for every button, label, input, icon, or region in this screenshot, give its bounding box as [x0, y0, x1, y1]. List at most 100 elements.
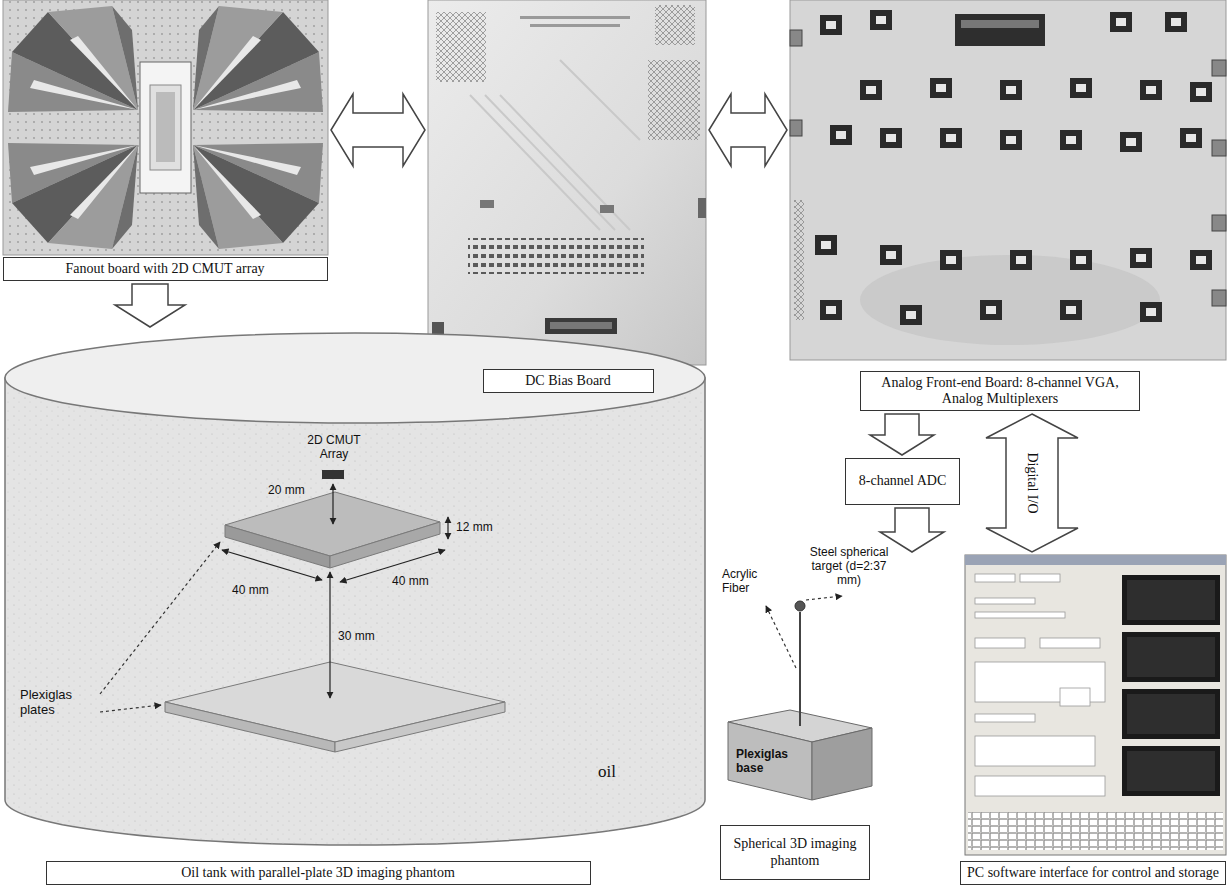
caption-text: PC software interface for control and st… — [967, 865, 1219, 881]
pc-software-screenshot — [965, 555, 1226, 565]
pc-software-screenshot — [975, 776, 1105, 796]
dimension-arrows — [222, 484, 448, 698]
leader-lines — [100, 705, 161, 712]
analog-front-end-board-photo — [980, 300, 1002, 320]
process-box: 8-channel ADC — [845, 458, 960, 505]
pc-software-screenshot — [975, 736, 1095, 766]
figure-panel: PC software interface for control and st… — [895, 555, 1226, 885]
caption-box: PC software interface for control and st… — [960, 861, 1226, 885]
pc-software-screenshot — [1127, 580, 1215, 620]
fanout-board-photo — [3, 0, 328, 255]
parallel-plate-phantom — [322, 470, 344, 479]
analog-front-end-board-photo — [860, 80, 882, 100]
oil-tank — [5, 333, 705, 423]
caption-text: Fanout board with 2D CMUT array — [10, 261, 321, 277]
box-text: Spherical 3D imaging phantom — [729, 836, 861, 868]
analog-front-end-board-photo — [1000, 130, 1022, 150]
block-arrow — [870, 414, 934, 455]
analog-front-end-board-photo — [1212, 215, 1226, 231]
analog-front-end-board-photo — [1190, 82, 1212, 102]
analog-front-end-board-photo — [1070, 250, 1092, 270]
dc-bias-board-photo — [550, 322, 612, 329]
edge-label: Digital I/O — [1024, 450, 1040, 515]
leader-lines — [806, 596, 842, 600]
fanout-board-photo — [3, 0, 328, 255]
caption-text: DC Bias Board — [490, 373, 647, 389]
analog-front-end-board-photo — [1190, 250, 1212, 270]
oil-tank — [5, 378, 705, 845]
caption-box: DC Bias Board — [483, 369, 654, 393]
pc-software-screenshot — [975, 612, 1065, 618]
dc-bias-board-photo — [468, 238, 644, 274]
analog-front-end-board-photo — [1140, 80, 1162, 100]
analog-front-end-board-photo — [1120, 132, 1142, 152]
analog-front-end-board-photo — [870, 10, 892, 30]
dc-bias-board-photo — [655, 5, 695, 45]
analog-front-end-board-photo — [955, 14, 1045, 46]
dimension-label: 40 mm — [232, 584, 269, 598]
dimension-label: 20 mm — [268, 484, 305, 498]
pc-software-screenshot — [975, 574, 1105, 796]
parallel-plate-phantom — [165, 470, 505, 752]
dimension-arrows — [447, 517, 448, 539]
pc-software-screenshot — [1060, 688, 1090, 706]
fanout-board-photo — [3, 0, 328, 255]
dc-bias-board-photo — [436, 12, 486, 82]
analog-front-end-board-photo — [790, 0, 1226, 360]
process-box: Spherical 3D imaging phantom — [720, 825, 870, 880]
part-label: Plexiglas plates — [20, 688, 98, 718]
analog-front-end-board-photo — [1010, 250, 1032, 270]
part-label: Plexiglas base — [736, 748, 808, 776]
dc-bias-board-photo — [428, 0, 706, 365]
part-label: Acrylic Fiber — [722, 568, 784, 596]
analog-front-end-board-photo — [830, 125, 852, 145]
fanout-board-photo — [193, 143, 323, 249]
analog-front-end-board-photo — [880, 128, 902, 148]
pc-software-screenshot — [1122, 575, 1220, 625]
leader-lines — [100, 542, 842, 712]
analog-front-end-board-photo — [900, 305, 922, 325]
dc-bias-board-photo — [470, 60, 640, 230]
dimension-label: 12 mm — [456, 521, 493, 535]
block-arrow — [331, 94, 425, 166]
analog-front-end-board-photo — [794, 200, 804, 320]
pc-software-screenshot — [1040, 638, 1100, 648]
dimension-arrows — [222, 550, 322, 580]
analog-front-end-board-photo — [1060, 130, 1082, 150]
analog-front-end-board-photo — [820, 15, 842, 35]
analog-front-end-board-photo — [1140, 302, 1162, 322]
figure-panel: Fanout board with 2D CMUT array — [3, 0, 328, 281]
analog-front-end-board-photo — [880, 245, 902, 265]
analog-front-end-board-photo — [790, 0, 1226, 360]
dc-bias-board-photo — [648, 60, 700, 140]
spherical-phantom — [799, 612, 801, 726]
analog-front-end-board-photo — [940, 250, 962, 270]
dc-bias-board-photo — [545, 318, 617, 334]
block-arrow — [986, 414, 1078, 552]
fanout-board-photo — [8, 6, 138, 112]
medium-label: oil — [598, 762, 616, 782]
pc-software-screenshot — [1127, 637, 1215, 677]
dc-bias-board-photo — [530, 24, 620, 27]
block-arrow — [709, 94, 787, 166]
analog-front-end-board-photo — [790, 120, 802, 136]
analog-front-end-board-photo — [790, 30, 802, 46]
fanout-board-photo — [8, 143, 138, 249]
part-label: 2D CMUT Array — [298, 434, 370, 462]
analog-front-end-board-photo — [820, 300, 842, 320]
pc-software-screenshot — [968, 812, 1223, 850]
dimension-arrows — [332, 484, 333, 524]
spherical-phantom — [728, 722, 812, 800]
analog-front-end-board-photo — [1070, 78, 1092, 98]
dc-bias-board-photo — [480, 200, 494, 208]
oil-tank — [5, 333, 705, 845]
pc-software-screenshot — [1127, 694, 1215, 734]
dimension-arrows — [329, 572, 330, 698]
dc-bias-board-photo — [428, 0, 706, 365]
dimension-label: 30 mm — [338, 630, 375, 644]
figure-panel: DC Bias Board — [428, 0, 706, 393]
analog-front-end-board-photo — [1060, 300, 1082, 320]
spherical-phantom — [795, 601, 805, 611]
